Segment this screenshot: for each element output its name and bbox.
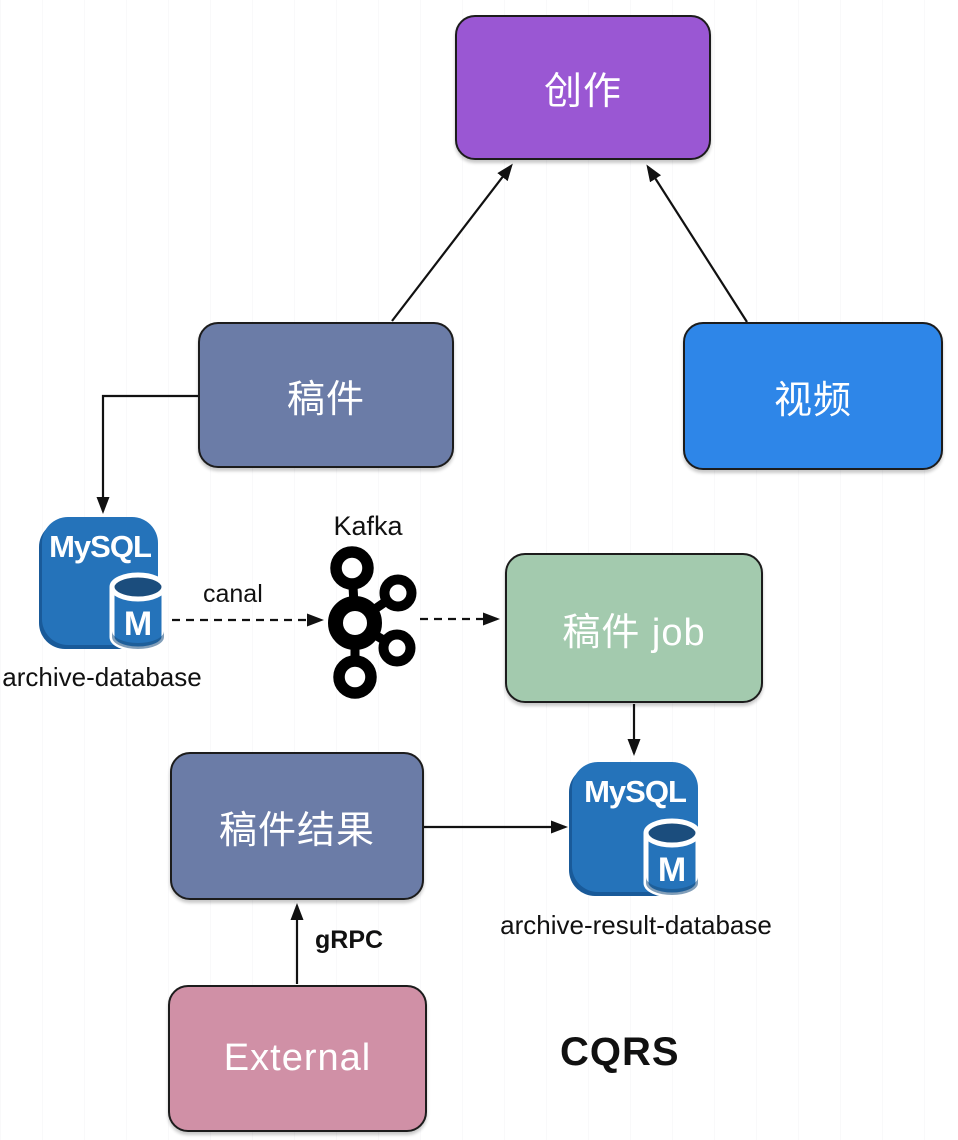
grpc-edge-label: gRPC	[315, 926, 384, 954]
node-creation: 创作	[455, 15, 711, 160]
database-cylinder-icon: M	[643, 818, 701, 898]
node-external: External	[168, 985, 427, 1132]
node-archive-result: 稿件结果	[170, 752, 424, 900]
node-label: 创作	[543, 71, 622, 113]
edge-archive-to-archive-db	[96, 394, 198, 514]
node-label: 稿件	[286, 378, 365, 421]
kafka-label: Kafka	[333, 511, 403, 541]
mysql-m-badge: M	[124, 605, 152, 643]
kafka-logo-icon	[328, 546, 417, 699]
node-label: External	[223, 1037, 372, 1079]
node-label: 稿件 job	[562, 611, 706, 654]
mysql-wordmark: MySQL	[584, 774, 687, 809]
cqrs-caption: CQRS	[560, 1030, 680, 1074]
node-archive: 稿件	[198, 322, 454, 468]
archive-database-caption: archive-database	[2, 662, 202, 692]
mysql-result-db-icon: MySQL M	[572, 762, 704, 902]
edge-archive-to-creation	[391, 163, 513, 322]
mysql-wordmark: MySQL	[49, 529, 152, 564]
canal-edge-label: canal	[203, 580, 263, 608]
node-label: 稿件结果	[218, 809, 375, 852]
database-cylinder-icon: M	[109, 572, 167, 652]
mysql-archive-db-icon: MySQL M	[42, 517, 172, 659]
edge-video-to-creation	[646, 164, 748, 323]
node-video: 视频	[683, 322, 943, 470]
archive-result-database-caption: archive-result-database	[500, 910, 772, 940]
node-label: 视频	[773, 379, 852, 422]
mysql-m-badge: M	[658, 851, 686, 889]
node-archive-job: 稿件 job	[505, 553, 763, 703]
